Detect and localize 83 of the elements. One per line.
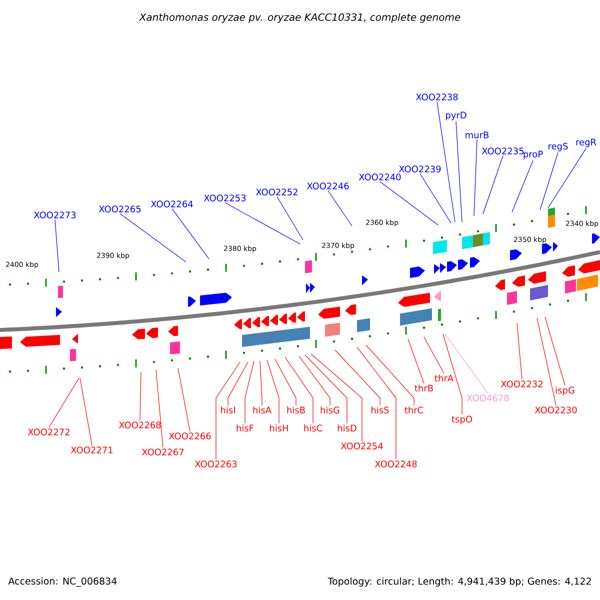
leader-line — [244, 360, 254, 424]
footer-text: Accession: NC_006834 — [8, 577, 117, 587]
gene-label: XOO2267 — [142, 448, 184, 456]
gene-label: XOO2232 — [500, 380, 542, 388]
leader-line — [266, 360, 280, 424]
gene-label: XOO4678 — [466, 394, 509, 402]
leader-line — [224, 202, 300, 244]
gene-label: XOO2268 — [118, 422, 161, 428]
gene-label: XOO2230 — [534, 406, 577, 414]
gene-label: XOO2252 — [256, 188, 298, 196]
leader-line — [216, 362, 240, 460]
leader-line — [298, 356, 330, 406]
leader-line — [408, 338, 424, 384]
gene-label: hisA — [253, 406, 272, 414]
gene-label: pyrD — [446, 112, 466, 120]
gene-label: proP — [524, 150, 543, 160]
leader-line — [140, 372, 142, 421]
leader-line — [424, 336, 444, 374]
leader-line — [276, 196, 304, 240]
leader-line — [536, 318, 556, 406]
leader-line — [436, 101, 456, 222]
gene-label: regS — [548, 142, 568, 152]
leader-line — [328, 190, 352, 226]
leader-line — [544, 316, 566, 386]
leader-line — [120, 213, 186, 262]
leader-line — [516, 322, 522, 380]
leader-line — [474, 139, 478, 216]
gene-label: XOO2266 — [168, 432, 211, 440]
gene-label: XOO2239 — [398, 166, 441, 172]
gene-label: ispG — [556, 386, 574, 396]
leader-line — [512, 160, 534, 212]
gene-label: XOO2238 — [416, 94, 458, 100]
title: Xanthomonas oryzae pv. oryzae KACC10331, complete genome — [138, 13, 460, 23]
leader-line — [356, 346, 396, 460]
gene-label: XOO2273 — [34, 212, 76, 218]
gene-label: XOO2240 — [358, 174, 401, 180]
gene-label: tspO — [452, 416, 472, 424]
leader-line — [80, 378, 92, 446]
leader-line — [366, 344, 414, 406]
leader-line — [48, 378, 80, 428]
leader-line — [420, 173, 452, 224]
leader-line — [156, 370, 164, 448]
leader-line — [304, 354, 348, 424]
gene-label: regR — [576, 138, 596, 148]
gene-label: XOO2253 — [204, 194, 246, 202]
gene-label: XOO2246 — [306, 182, 349, 190]
gene-label: hisH — [270, 424, 288, 432]
leader-line — [54, 219, 60, 272]
leader-line — [172, 208, 210, 260]
gene-label: hisI — [221, 406, 235, 414]
leader-line — [334, 350, 380, 406]
footer-text: Topology: circular; Length: 4,941,439 bp; Genes: 4,122 — [328, 577, 591, 587]
leader-line — [482, 155, 504, 214]
leader-line — [380, 181, 438, 226]
gene-label: XOO2254 — [340, 442, 383, 450]
gene-label: XOO2265 — [98, 206, 141, 212]
gene-label: hisG — [320, 406, 340, 414]
leader-line — [444, 334, 488, 394]
gene-label: hisD — [338, 424, 356, 432]
gene-label: hisF — [236, 424, 254, 432]
leader-line — [548, 148, 586, 208]
gene-label: thrC — [404, 406, 424, 414]
leader-line — [540, 152, 558, 210]
gene-label: XOO2264 — [150, 200, 193, 208]
leader-line — [442, 334, 462, 415]
leader-line — [284, 356, 314, 424]
leader-line — [178, 368, 190, 432]
gene-label: thrB — [414, 384, 433, 392]
leader-line — [456, 121, 462, 222]
gene-label: murB — [466, 132, 489, 138]
gene-label: hisS — [372, 406, 389, 414]
gene-label: XOO2263 — [194, 460, 237, 468]
gene-label: XOO2235 — [482, 148, 524, 154]
gene-label: XOO2248 — [374, 460, 417, 468]
gene-label: XOO2272 — [28, 428, 70, 436]
leader-line — [260, 360, 262, 406]
gene-label: hisC — [304, 424, 322, 432]
leader-line — [274, 358, 296, 406]
leader-line — [228, 362, 248, 406]
gene-label: thrA — [434, 374, 454, 382]
gene-label: hisB — [287, 406, 305, 414]
gene-label: XOO2271 — [70, 446, 112, 454]
leader-line — [310, 354, 362, 442]
